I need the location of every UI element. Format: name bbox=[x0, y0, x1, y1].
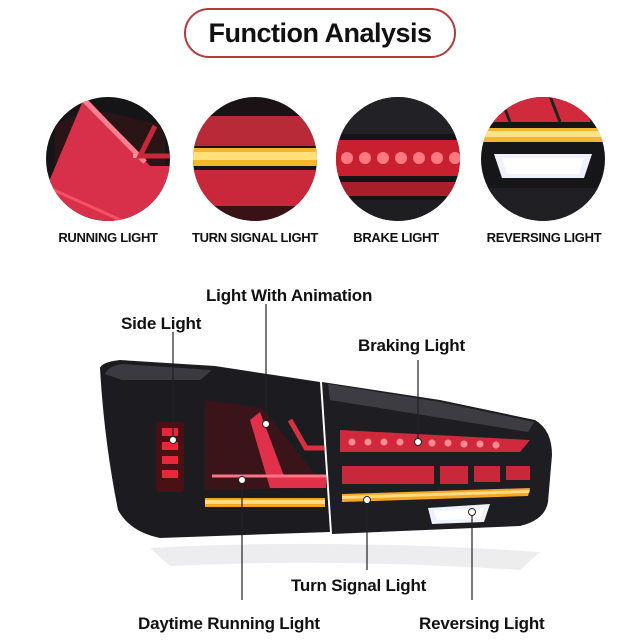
running-light-icon bbox=[45, 96, 171, 222]
callout-braking-light: Braking Light bbox=[358, 336, 465, 355]
feature-label-turn-signal: TURN SIGNAL LIGHT bbox=[191, 230, 319, 245]
callout-side-light: Side Light bbox=[121, 314, 202, 333]
feature-label-brake: BRAKE LIGHT bbox=[353, 230, 439, 245]
taillight-diagram bbox=[0, 270, 640, 640]
callout-daytime-running-light: Daytime Running Light bbox=[138, 614, 320, 633]
callout-reversing-light: Reversing Light bbox=[419, 614, 545, 633]
feature-label-running: RUNNING LIGHT bbox=[58, 230, 158, 245]
feature-circles bbox=[0, 96, 640, 226]
reversing-light-icon bbox=[480, 96, 606, 222]
brake-light-icon bbox=[335, 96, 461, 222]
turn-signal-light-icon bbox=[192, 96, 318, 222]
feature-label-reversing: REVERSING LIGHT bbox=[486, 230, 602, 245]
callout-light-with-animation: Light With Animation bbox=[206, 286, 373, 305]
callout-turn-signal-light: Turn Signal Light bbox=[291, 576, 427, 595]
page-title: Function Analysis bbox=[184, 8, 456, 58]
